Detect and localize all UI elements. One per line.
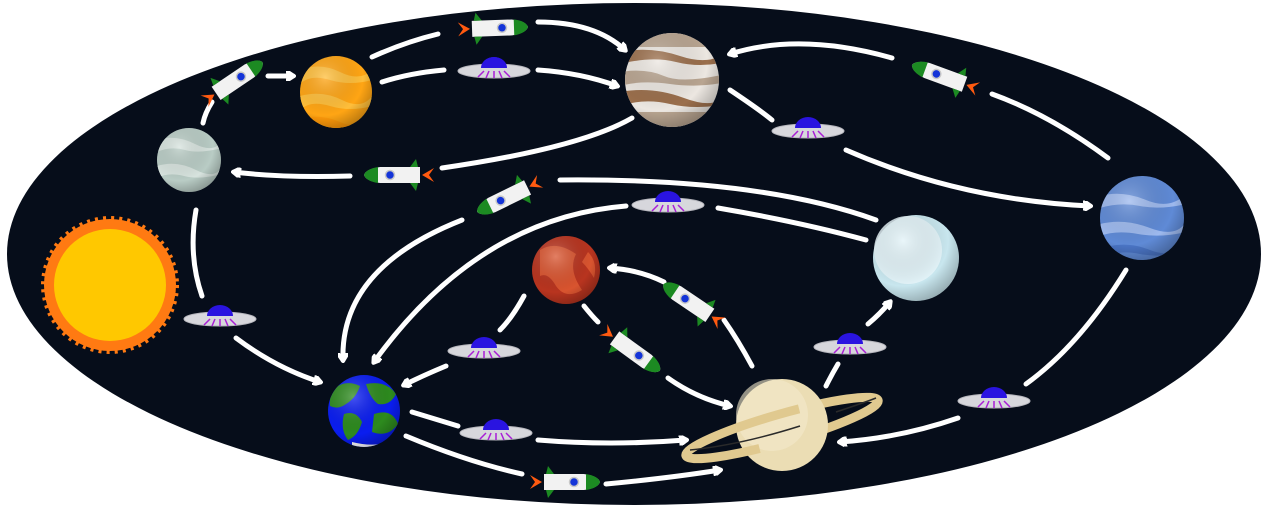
planet-uranus [873,215,959,301]
planet-mars [532,236,600,304]
sun [44,219,176,351]
sun-core [54,229,166,341]
